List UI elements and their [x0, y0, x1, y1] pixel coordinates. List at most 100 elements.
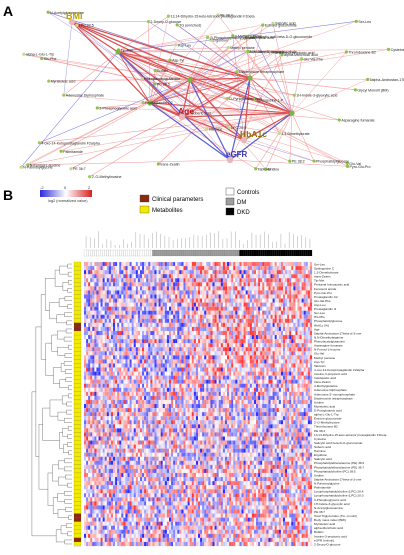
- heatmap-cell: [190, 412, 192, 416]
- heatmap-cell: [179, 315, 181, 319]
- heatmap-cell: [250, 327, 252, 331]
- row-type-cell: [74, 347, 81, 351]
- heatmap-cell: [229, 347, 231, 351]
- heatmap-cell: [88, 347, 90, 351]
- heatmap-cell: [260, 319, 262, 323]
- heatmap-cell: [283, 363, 285, 367]
- row-type-cell: [74, 282, 81, 286]
- heatmap-cell: [293, 307, 295, 311]
- heatmap-cell: [219, 351, 221, 355]
- heatmap-cell: [119, 363, 121, 367]
- heatmap-cell: [169, 347, 171, 351]
- heatmap-cell: [223, 408, 225, 412]
- heatmap-cell: [140, 290, 142, 294]
- heatmap-cell: [154, 376, 156, 380]
- row-type-cell: [74, 343, 81, 347]
- heatmap-cell: [183, 400, 185, 404]
- heatmap-cell: [275, 392, 277, 396]
- heatmap-cell: [88, 388, 90, 392]
- heatmap-cell: [92, 392, 94, 396]
- heatmap-cell: [179, 380, 181, 384]
- heatmap-cell: [246, 363, 248, 367]
- row-dendrogram-branch: [58, 493, 65, 501]
- heatmap-cell: [206, 376, 208, 380]
- heatmap-cell: [210, 323, 212, 327]
- heatmap-cell: [117, 343, 119, 347]
- heatmap-cell: [121, 262, 123, 266]
- heatmap-cell: [121, 270, 123, 274]
- heatmap-cell: [293, 412, 295, 416]
- heatmap-cell: [283, 343, 285, 347]
- heatmap-cell: [287, 372, 289, 376]
- heatmap-cell: [289, 278, 291, 282]
- heatmap-cell: [90, 388, 92, 392]
- heatmap-cell: [262, 372, 264, 376]
- network-node-label: trans-Zeatin: [160, 163, 179, 167]
- heatmap-cell: [134, 367, 136, 371]
- heatmap-cell: [302, 416, 304, 420]
- heatmap-cell: [308, 359, 310, 363]
- heatmap-cell: [293, 262, 295, 266]
- heatmap-cell: [268, 262, 270, 266]
- heatmap-cell: [208, 278, 210, 282]
- heatmap-cell: [237, 339, 239, 343]
- heatmap-cell: [219, 388, 221, 392]
- group-cell: [84, 250, 86, 256]
- heatmap-cell: [92, 278, 94, 282]
- heatmap-cell: [115, 376, 117, 380]
- heatmap-cell: [107, 384, 109, 388]
- heatmap-cell: [208, 392, 210, 396]
- heatmap-cell: [117, 315, 119, 319]
- heatmap-cell: [291, 388, 293, 392]
- heatmap-cell: [90, 266, 92, 270]
- heatmap-cell: [217, 343, 219, 347]
- heatmap-cell: [310, 290, 312, 294]
- heatmap-cell: [291, 384, 293, 388]
- heatmap-cell: [204, 278, 206, 282]
- heatmap-cell: [157, 278, 159, 282]
- heatmap-cell: [264, 266, 266, 270]
- heatmap-cell: [239, 384, 241, 388]
- heatmap-cell: [237, 286, 239, 290]
- heatmap-cell: [150, 262, 152, 266]
- group-cell: [142, 250, 144, 256]
- heatmap-cell: [287, 311, 289, 315]
- heatmap-cell: [138, 416, 140, 420]
- heatmap-cell: [190, 278, 192, 282]
- heatmap-cell: [231, 376, 233, 380]
- heatmap-cell: [260, 294, 262, 298]
- heatmap-cell: [148, 392, 150, 396]
- heatmap-cell: [181, 331, 183, 335]
- heatmap-cell: [306, 347, 308, 351]
- group-cell: [119, 250, 121, 256]
- heatmap-cell: [308, 274, 310, 278]
- heatmap-cell: [152, 408, 154, 412]
- heatmap-cell: [231, 290, 233, 294]
- heatmap-cell: [277, 380, 279, 384]
- heatmap-cell: [142, 347, 144, 351]
- heatmap-cell: [283, 278, 285, 282]
- heatmap-cell: [175, 363, 177, 367]
- heatmap-cell: [157, 396, 159, 400]
- heatmap-cell: [285, 351, 287, 355]
- heatmap-cell: [246, 376, 248, 380]
- heatmap-cell: [134, 323, 136, 327]
- heatmap-cell: [248, 282, 250, 286]
- heatmap-cell: [260, 274, 262, 278]
- heatmap-cell: [101, 343, 103, 347]
- heatmap-cell: [295, 311, 297, 315]
- heatmap-cell: [117, 380, 119, 384]
- heatmap-cell: [273, 351, 275, 355]
- heatmap-cell: [283, 262, 285, 266]
- heatmap-cell: [192, 319, 194, 323]
- heatmap-cell: [233, 315, 235, 319]
- heatmap-cell: [194, 266, 196, 270]
- heatmap-cell: [204, 400, 206, 404]
- heatmap-cell: [202, 339, 204, 343]
- heatmap-cell: [227, 311, 229, 315]
- heatmap-cell: [136, 274, 138, 278]
- heatmap-cell: [167, 278, 169, 282]
- heatmap-cell: [140, 420, 142, 424]
- heatmap-cell: [219, 282, 221, 286]
- heatmap-cell: [99, 278, 101, 282]
